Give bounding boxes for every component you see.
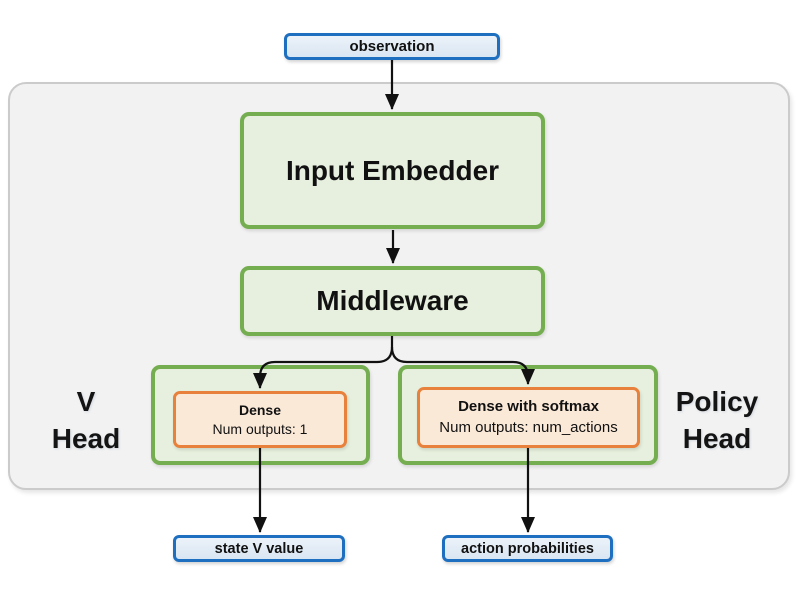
node-dense-v: Dense Num outputs: 1 (173, 391, 347, 448)
node-observation-label: observation (349, 38, 435, 55)
node-middleware: Middleware (240, 266, 545, 336)
node-dense-v-subtitle: Num outputs: 1 (212, 420, 308, 437)
v-head-label-line1: V (76, 386, 96, 417)
policy-head-label: Policy Head (656, 383, 778, 457)
node-input-embedder: Input Embedder (240, 112, 545, 229)
node-dense-policy: Dense with softmax Num outputs: num_acti… (417, 387, 640, 448)
node-state-v-value: state V value (173, 535, 345, 562)
policy-head-label-line2: Head (682, 423, 752, 454)
node-action-probabilities: action probabilities (442, 535, 613, 562)
node-input-embedder-label: Input Embedder (285, 154, 500, 186)
node-middleware-label: Middleware (316, 285, 469, 316)
node-state-v-value-label: state V value (214, 540, 304, 557)
node-dense-v-title: Dense (238, 401, 282, 418)
node-dense-policy-title: Dense with softmax (458, 398, 599, 416)
node-observation: observation (284, 33, 500, 60)
node-dense-policy-subtitle: Num outputs: num_actions (439, 418, 618, 436)
v-head-label-line2: Head (51, 423, 121, 454)
v-head-label: V Head (26, 383, 146, 457)
node-action-probabilities-label: action probabilities (461, 540, 594, 557)
policy-head-label-line1: Policy (675, 386, 759, 417)
